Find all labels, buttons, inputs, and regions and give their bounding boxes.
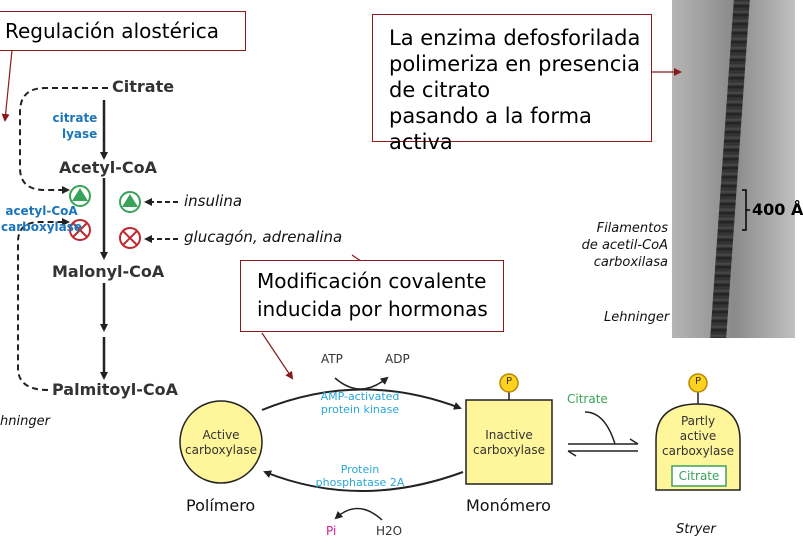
inactive-line: Inactive [485,428,533,442]
kinase-line: AMP-activated [320,390,400,403]
phosphatase-line: phosphatase 2A [315,476,405,489]
atp-label: ATP [321,352,343,366]
inactive-line: carboxylase [473,443,545,457]
micrograph-caption: Filamentos de acetil-CoA carboxilasa [580,220,668,271]
acc-label: acetyl-CoA carboxylase [1,203,82,235]
citrate-lyase-line: lyase [62,127,98,141]
info-line: polimeriza en presencia [389,52,641,76]
inhibitor-symbol-left [69,219,91,241]
info-box: La enzima defosforilada polimeriza en pr… [372,14,652,154]
lehninger-left-source: hninger [0,414,50,429]
info-line: de citrato [389,78,491,102]
phosphatase-label: Protein phosphatase 2A [312,463,408,489]
lehninger-source: Lehninger [604,310,670,325]
citrate-binding-label: Citrate [567,392,608,406]
active-carboxylase-label: Active carboxylase [181,428,261,458]
caption-line: Filamentos [596,221,668,236]
phosphatase-line: Protein [340,463,380,476]
adp-label: ADP [385,352,410,366]
kinase-label: AMP-activated protein kinase [312,390,408,416]
glucagon-label: glucagón, adrenalina [184,228,343,246]
palmitoyl-coa-label: Palmitoyl-CoA [52,380,179,399]
citrate-in-box: Citrate [678,469,720,483]
covalent-line: Modificación covalente [257,269,487,293]
activator-symbol-left [69,185,91,207]
partly-line: active [679,429,717,443]
caption-line: de acetil-CoA [581,238,668,253]
allosteric-title-box: Regulación alostérica [0,11,246,51]
polimero-label: Polímero [186,496,256,515]
allosteric-title: Regulación alostérica [5,19,219,43]
info-line: pasando a la forma activa [389,104,592,154]
activator-symbol-insulin [119,191,141,213]
inhibitor-symbol-glucagon [119,227,141,249]
insulina-label: insulina [184,192,243,210]
caption-line: carboxilasa [593,255,668,270]
acc-line: carboxylase [1,220,83,234]
kinase-line: protein kinase [320,403,400,416]
scale-label: 400 Å [752,200,803,219]
citrate-lyase-label: citrate lyase [52,110,97,142]
partly-active-label: Partly active carboxylase [656,414,740,459]
stryer-source: Stryer [676,522,716,537]
active-line: carboxylase [185,443,257,457]
citrate-label: Citrate [112,77,175,96]
phosphate-p-mid: P [505,376,513,387]
partly-line: carboxylase [662,444,734,458]
acc-line: acetyl-CoA [5,204,78,218]
covalent-line: inducida por hormonas [257,297,488,321]
citrate-lyase-line: citrate [52,111,98,125]
h2o-label: H2O [376,524,403,538]
info-line: La enzima defosforilada [389,26,641,50]
acetyl-coa-label: Acetyl-CoA [59,158,158,177]
inactive-carboxylase-label: Inactive carboxylase [466,428,552,458]
monomero-label: Monómero [466,496,551,515]
active-carboxylase-shape [179,400,263,484]
malonyl-coa-label: Malonyl-CoA [52,262,165,281]
active-line: Active [202,428,240,442]
inactive-carboxylase-shape [465,399,553,485]
covalent-box: Modificación covalente inducida por horm… [240,260,504,332]
phosphate-p-right: P [694,376,702,387]
partly-line: Partly [680,414,716,428]
pi-label: Pi [326,524,337,538]
